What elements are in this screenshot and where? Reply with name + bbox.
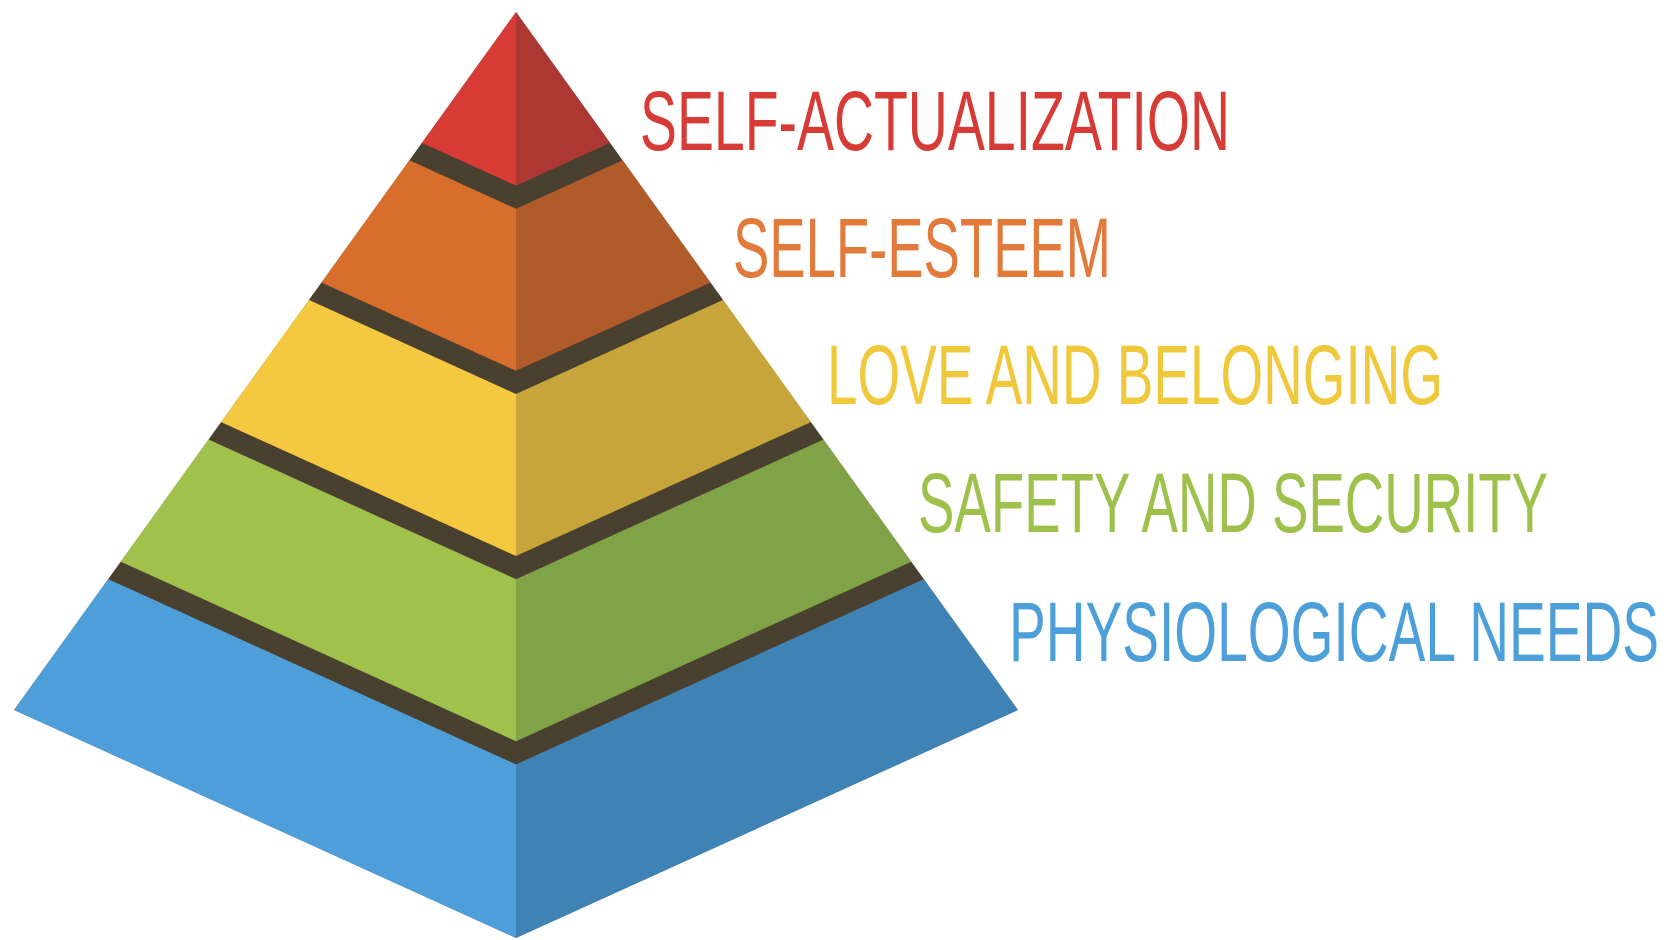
layer-self-esteem-left-face [321,160,516,371]
layer-physiological-needs-right-face [516,579,1018,938]
label-self-actualization: SELF-ACTUALIZATION [640,74,1230,168]
layer-physiological-needs-left-face [14,579,516,938]
layer-self-actualization-right-face [516,12,611,186]
layer-safety-and-security-right-face [516,439,912,742]
label-love-and-belonging: LOVE AND BELONGING [827,328,1443,422]
layer-love-and-belonging-right-face [516,299,811,556]
layer-self-actualization-left-face [421,12,516,186]
layer-safety-and-security-left-face [120,439,516,742]
label-physiological-needs: PHYSIOLOGICAL NEEDS [1009,585,1659,679]
pyramid-layers [14,12,1018,938]
layer-self-esteem-right-face [516,160,711,371]
layer-love-and-belonging-left-face [221,299,516,556]
label-self-esteem: SELF-ESTEEM [733,201,1111,295]
label-safety-and-security: SAFETY AND SECURITY [918,456,1548,550]
